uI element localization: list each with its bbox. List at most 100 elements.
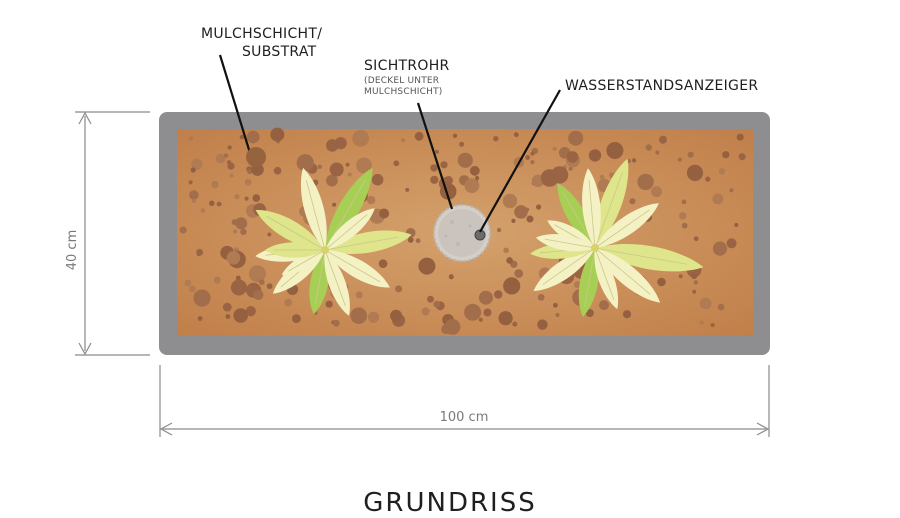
pebble xyxy=(738,153,746,161)
leaf-vein xyxy=(594,171,623,249)
pebble xyxy=(540,169,559,187)
pebble xyxy=(188,180,193,185)
pebble xyxy=(229,173,234,178)
leaf-vein xyxy=(324,249,381,283)
pebble xyxy=(329,162,344,177)
pebble xyxy=(464,178,480,194)
pebble xyxy=(525,207,530,212)
pebble xyxy=(493,136,499,142)
leader-mulch xyxy=(218,54,252,154)
pebble xyxy=(230,279,247,296)
pebble xyxy=(512,321,518,327)
pebble xyxy=(332,202,337,207)
pebble xyxy=(233,229,238,234)
pebble xyxy=(245,306,256,317)
pebble xyxy=(503,277,521,295)
pebble xyxy=(502,193,518,209)
pebble xyxy=(226,160,232,165)
pebble xyxy=(379,208,390,219)
pebble xyxy=(393,160,400,167)
pebble xyxy=(350,307,368,325)
pebble xyxy=(200,208,205,213)
pebble xyxy=(568,166,573,171)
pebble xyxy=(726,238,737,249)
pebble xyxy=(679,212,687,220)
pebble xyxy=(334,137,347,150)
pebble xyxy=(193,289,211,307)
pebble xyxy=(270,127,285,142)
pebble xyxy=(530,160,535,165)
plant-left xyxy=(255,167,412,316)
label-mulch-line2: SUBSTRAT xyxy=(242,44,317,60)
pebble xyxy=(530,151,535,156)
pebble xyxy=(552,146,557,151)
pebble xyxy=(693,236,699,242)
pebble xyxy=(367,195,376,205)
pebble xyxy=(244,178,252,186)
pebble xyxy=(632,158,637,163)
pebble xyxy=(651,186,663,198)
pebble xyxy=(189,285,196,293)
pebble xyxy=(511,218,516,223)
pebble xyxy=(729,188,734,193)
pebble xyxy=(296,154,314,172)
pebble xyxy=(332,319,340,327)
pebble xyxy=(452,133,458,138)
pebble xyxy=(407,237,414,243)
pebble xyxy=(213,276,221,284)
width-label: 100 cm xyxy=(440,410,489,425)
leaf-vein xyxy=(562,192,596,249)
pebble xyxy=(678,274,683,279)
pebble xyxy=(718,168,726,175)
pebble xyxy=(526,215,534,223)
pebble xyxy=(326,174,338,187)
pebble xyxy=(537,294,545,301)
label-mulch: MULCHSCHICHT/ SUBSTRAT xyxy=(201,25,322,61)
pebble xyxy=(400,138,406,143)
pebble xyxy=(699,320,704,325)
leaf-vein xyxy=(324,214,368,251)
pebble xyxy=(513,132,519,138)
pebble xyxy=(390,309,403,322)
pebble xyxy=(253,289,264,300)
pebble xyxy=(184,279,192,287)
pebble xyxy=(677,157,682,162)
pebble xyxy=(717,303,725,311)
pebble xyxy=(209,200,215,207)
pebble xyxy=(681,199,687,205)
pebble xyxy=(734,223,739,227)
pebble xyxy=(430,175,439,184)
plant-right xyxy=(530,158,704,317)
pebble xyxy=(188,136,194,142)
pebble xyxy=(352,129,369,147)
pebble xyxy=(190,167,196,173)
pebble xyxy=(475,175,480,181)
pebble xyxy=(371,173,384,186)
pebble xyxy=(712,241,728,256)
pebble xyxy=(418,257,436,275)
pebble xyxy=(284,298,293,307)
leader-mulch-dot xyxy=(246,147,266,167)
leaf-vein xyxy=(542,247,596,285)
pebble xyxy=(686,164,704,181)
pebble xyxy=(469,165,480,176)
leaf-vein xyxy=(544,238,596,249)
pebble xyxy=(478,317,483,322)
pebble xyxy=(657,277,666,287)
pebble xyxy=(273,166,282,175)
pebble xyxy=(568,130,584,146)
pebble xyxy=(234,194,240,200)
pebble xyxy=(498,311,513,326)
pebble xyxy=(629,198,636,205)
pebble xyxy=(464,303,482,321)
pebble xyxy=(356,157,372,174)
pebble xyxy=(244,196,249,201)
pebble xyxy=(483,308,492,317)
pebble xyxy=(345,162,350,167)
leaf-vein xyxy=(594,247,615,301)
pebble xyxy=(585,309,594,317)
pebble xyxy=(681,222,688,229)
plant-center xyxy=(591,244,599,252)
pebble xyxy=(503,247,509,254)
pebble xyxy=(433,300,441,308)
